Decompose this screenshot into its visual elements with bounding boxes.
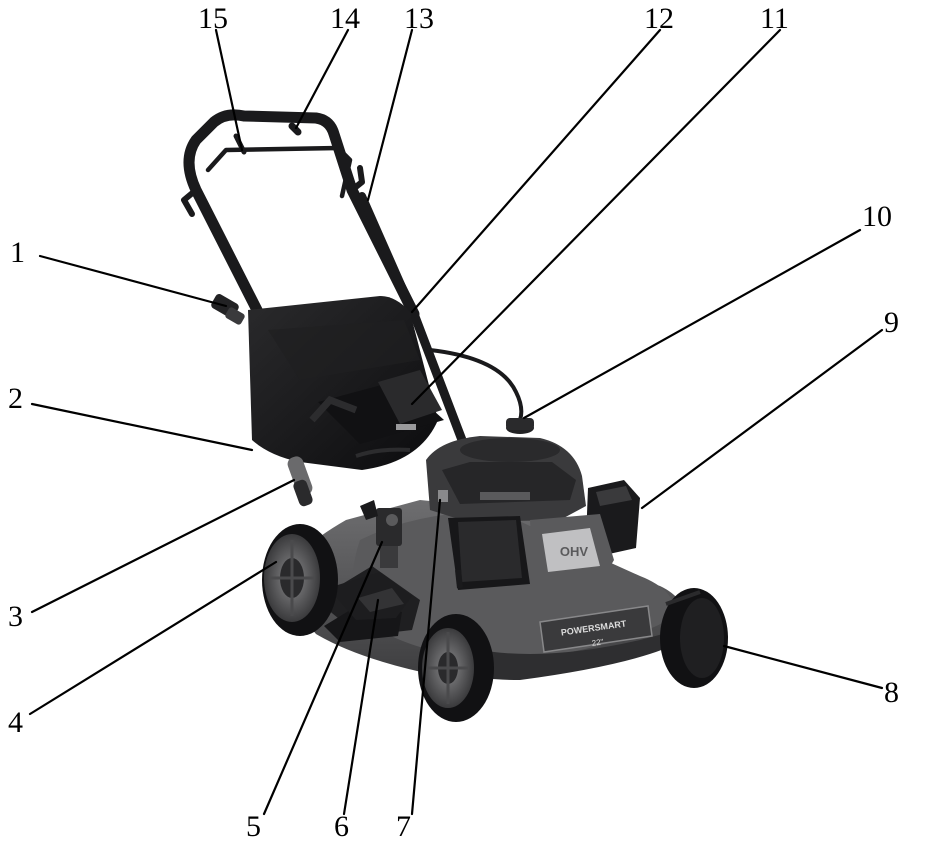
deck-badge-plate: [539, 605, 653, 653]
leader-line-14: [294, 28, 350, 130]
leader-line-9: [640, 328, 884, 510]
engine-ohv-label: OHV: [560, 544, 589, 559]
leader-line-13: [366, 28, 414, 202]
callout-number-12: 12: [644, 2, 674, 35]
callout-number-8: 8: [884, 676, 899, 709]
control-cable: [429, 348, 524, 421]
handle-knob: [211, 294, 245, 325]
callout-number-1: 1: [10, 236, 25, 269]
rear-flap-pedal: [328, 572, 412, 620]
callout-number-6: 6: [334, 810, 349, 841]
rear-wheel: [262, 524, 338, 636]
callout-number-4: 4: [8, 706, 23, 739]
engine: OHV: [426, 418, 640, 590]
callout-number-7: 7: [396, 810, 411, 841]
leader-line-2: [30, 402, 254, 452]
callout-number-5: 5: [246, 810, 261, 841]
leader-line-15: [214, 28, 244, 152]
leader-line-8: [722, 644, 884, 690]
grass-bag: [248, 296, 444, 470]
leader-line-4: [28, 560, 278, 716]
callout-number-2: 2: [8, 382, 23, 415]
primer-bulb: [434, 486, 452, 512]
leader-lines: [28, 28, 884, 816]
callout-number-13: 13: [404, 2, 434, 35]
callout-number-11: 11: [760, 2, 789, 35]
height-adjust-lever: [287, 456, 313, 507]
leader-line-10: [522, 228, 862, 420]
front-wheel-left: [418, 614, 494, 722]
callout-numbers: 1 2 3 4 5 6 7 8 9 10 11 12 13 14 15: [8, 2, 899, 841]
leader-line-3: [30, 478, 296, 614]
callout-number-3: 3: [8, 600, 23, 633]
callout-number-15: 15: [198, 2, 228, 35]
front-wheel-right: [660, 588, 728, 688]
callout-number-10: 10: [862, 200, 892, 233]
leader-line-11: [410, 28, 782, 406]
deck-size-badge: 22": [591, 637, 604, 648]
leader-line-12: [410, 28, 662, 314]
leader-line-6: [342, 598, 380, 816]
leader-line-1: [38, 254, 228, 308]
callout-number-9: 9: [884, 306, 899, 339]
leader-line-5: [262, 540, 384, 816]
drive-control-box: [360, 500, 402, 568]
leader-line-7: [410, 498, 442, 816]
callout-number-14: 14: [330, 2, 360, 35]
fuel-cap: [506, 418, 534, 434]
